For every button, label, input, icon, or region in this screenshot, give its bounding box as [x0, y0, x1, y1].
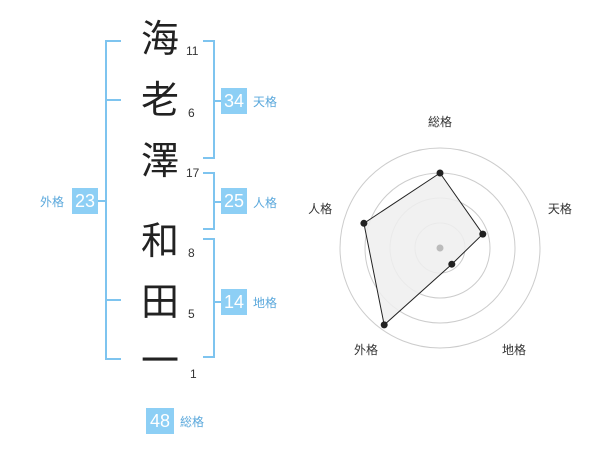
gaikaku-bracket	[105, 40, 121, 360]
radar-axis-label-soukaku: 総格	[428, 115, 453, 129]
stroke-count-3: 17	[186, 166, 200, 180]
name-char-1: 海	[140, 17, 179, 61]
gaikaku-value: 23	[72, 188, 98, 214]
radar-point-3	[380, 321, 388, 329]
gaikaku-bracket-tick	[105, 299, 121, 301]
radar-axis-label-tenkaku: 天格	[547, 202, 572, 217]
stroke-count-2: 6	[188, 106, 195, 120]
radar-axis-label-chikaku: 地格	[502, 342, 527, 357]
chikaku-bracket-connector	[214, 301, 222, 303]
gaikaku-bracket-connector	[98, 200, 106, 202]
name-char-6: 一	[140, 339, 179, 383]
radar-series-polygon	[363, 172, 484, 326]
radar-point-2	[448, 260, 456, 268]
jinkaku-value: 25	[221, 188, 247, 214]
name-char-5: 田	[140, 280, 179, 324]
tenkaku-bracket-connector	[214, 100, 222, 102]
tenkaku-value: 34	[221, 88, 247, 114]
stroke-count-5: 5	[188, 307, 195, 321]
stroke-count-4: 8	[188, 246, 195, 260]
name-char-3: 澤	[140, 139, 179, 183]
radar-chart-svg	[339, 147, 541, 349]
stroke-count-6: 1	[190, 367, 197, 381]
chikaku-label: 地格	[253, 296, 278, 310]
jinkaku-bracket-connector	[214, 201, 222, 203]
radar-axis-label-jinkaku: 人格	[308, 202, 333, 217]
chikaku-bracket	[203, 238, 215, 358]
gaikaku-bracket-tick	[105, 99, 121, 101]
soukaku-label: 総格	[180, 415, 205, 429]
tenkaku-label: 天格	[253, 95, 278, 109]
radar-axis-label-gaikaku: 外格	[353, 342, 378, 357]
soukaku-value: 48	[146, 408, 174, 434]
radar-point-0	[436, 169, 444, 177]
radar-center-dot	[436, 244, 444, 252]
radar-point-4	[360, 219, 368, 227]
radar-point-1	[479, 230, 487, 238]
chikaku-value: 14	[221, 289, 247, 315]
stroke-count-1: 11	[186, 44, 199, 58]
radar-ring	[339, 147, 541, 349]
name-char-2: 老	[140, 78, 179, 122]
tenkaku-bracket	[203, 40, 215, 159]
gaikaku-label: 外格	[40, 195, 65, 209]
jinkaku-label: 人格	[253, 196, 278, 210]
name-char-4: 和	[140, 219, 179, 263]
radar-chart: 総格 天格 地格 外格 人格	[300, 110, 580, 390]
